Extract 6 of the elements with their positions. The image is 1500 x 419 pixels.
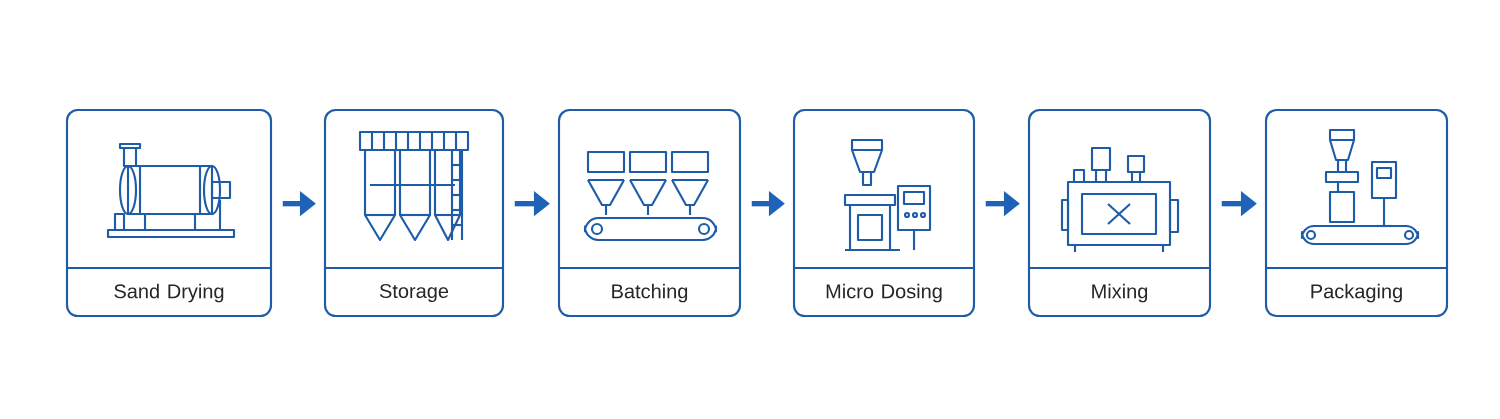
- process-box: Micro Dosing: [792, 108, 976, 318]
- process-box: Mixing: [1027, 108, 1212, 318]
- process-box: Packaging: [1264, 108, 1449, 318]
- process-box: Sand Drying: [65, 108, 273, 318]
- process-box: Storage: [323, 108, 505, 318]
- process-box: Batching: [557, 108, 742, 318]
